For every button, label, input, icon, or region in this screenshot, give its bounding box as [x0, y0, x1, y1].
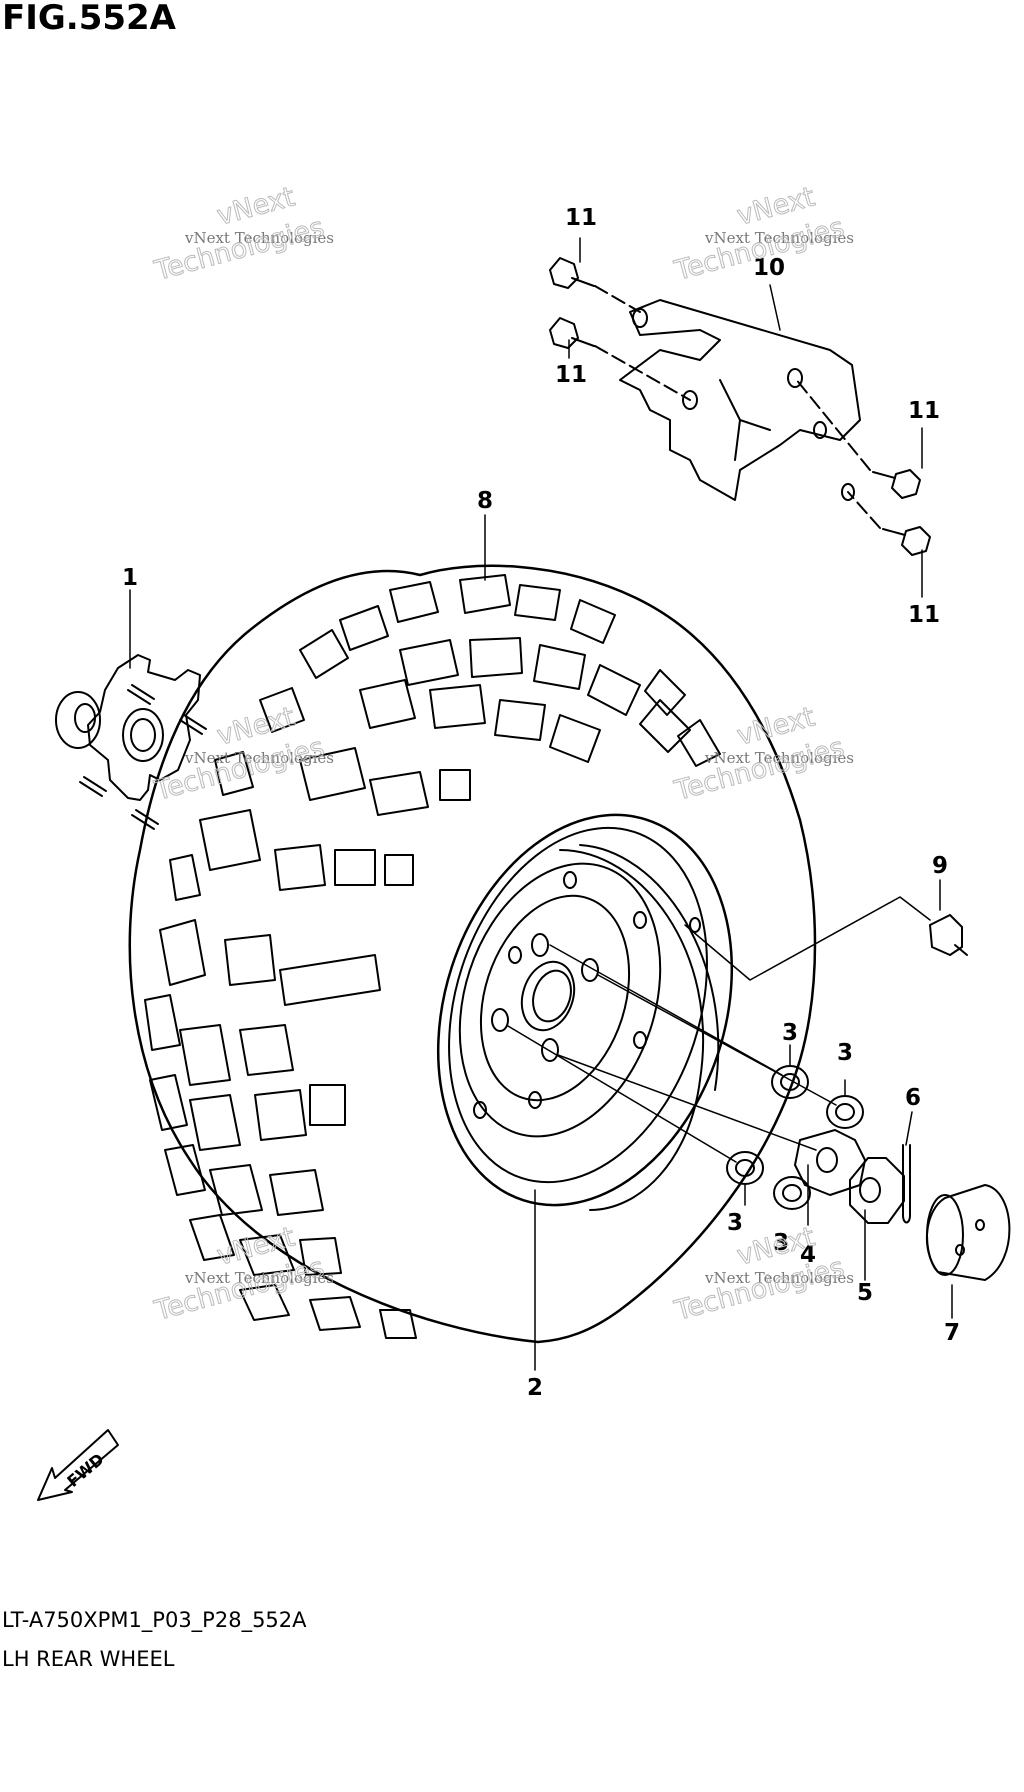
- bracket: [619, 299, 861, 501]
- figure-title: FIG.552A: [2, 0, 176, 38]
- callout-11d: 11: [908, 602, 940, 628]
- callout-8: 8: [477, 488, 493, 514]
- callout-11b: 11: [555, 362, 587, 388]
- nuts-and-cap: [726, 914, 1011, 1281]
- watermark: vNext vNext Technologies Technologies vN…: [150, 181, 854, 1328]
- fwd-arrow-icon: [37, 1429, 119, 1501]
- svg-text:vNext Technologies: vNext Technologies: [184, 1269, 334, 1287]
- svg-text:vNext Technologies: vNext Technologies: [704, 749, 854, 767]
- callout-11a: 11: [565, 205, 597, 231]
- callout-3b: 3: [837, 1040, 853, 1066]
- wheel-hub: [55, 654, 207, 830]
- bolts: [549, 257, 931, 556]
- callout-3c: 3: [727, 1210, 743, 1236]
- callout-2: 2: [527, 1375, 543, 1401]
- diagram-caption: LH REAR WHEEL: [2, 1647, 175, 1671]
- callout-1: 1: [122, 565, 138, 591]
- svg-text:vNext Technologies: vNext Technologies: [704, 1269, 854, 1287]
- callout-5: 5: [857, 1280, 873, 1306]
- fwd-label: FWD: [63, 1449, 107, 1490]
- callout-4: 4: [800, 1242, 816, 1268]
- tire: [128, 564, 817, 1344]
- svg-text:vNext Technologies: vNext Technologies: [704, 229, 854, 247]
- callout-3a: 3: [782, 1020, 798, 1046]
- svg-text:vNext Technologies: vNext Technologies: [184, 749, 334, 767]
- wheel-rim: [436, 813, 734, 1211]
- callout-6: 6: [905, 1085, 921, 1111]
- callout-7: 7: [944, 1320, 960, 1346]
- callout-3d: 3: [773, 1230, 789, 1256]
- leader-lines: [129, 237, 953, 1371]
- svg-text:vNext Technologies: vNext Technologies: [184, 229, 334, 247]
- callout-9: 9: [932, 853, 948, 879]
- diagram-code: LT-A750XPM1_P03_P28_552A: [2, 1608, 307, 1632]
- callout-11c: 11: [908, 398, 940, 424]
- callout-10: 10: [753, 255, 785, 281]
